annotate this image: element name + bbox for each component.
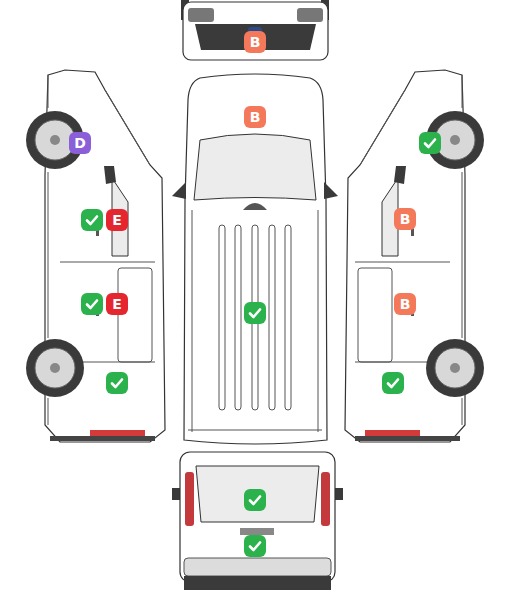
check-mark — [106, 372, 128, 394]
check-mark — [244, 489, 266, 511]
check-mark — [244, 302, 266, 324]
badge-letter: D — [74, 136, 86, 150]
badge-letter: E — [112, 213, 122, 227]
check-mark — [81, 209, 103, 231]
badge-letter: B — [400, 297, 411, 311]
damage-badge: B — [244, 31, 266, 53]
damage-badge: B — [394, 208, 416, 230]
check-mark — [419, 132, 441, 154]
damage-badge: E — [106, 293, 128, 315]
damage-badge: B — [244, 106, 266, 128]
badge-letter: B — [250, 35, 261, 49]
badge-letter: B — [250, 110, 261, 124]
check-mark — [244, 535, 266, 557]
damage-badge: E — [106, 209, 128, 231]
damage-badge: B — [394, 293, 416, 315]
damage-badge: D — [69, 132, 91, 154]
check-mark — [81, 293, 103, 315]
badge-letter: B — [400, 212, 411, 226]
badge-letter: E — [112, 297, 122, 311]
check-mark — [382, 372, 404, 394]
